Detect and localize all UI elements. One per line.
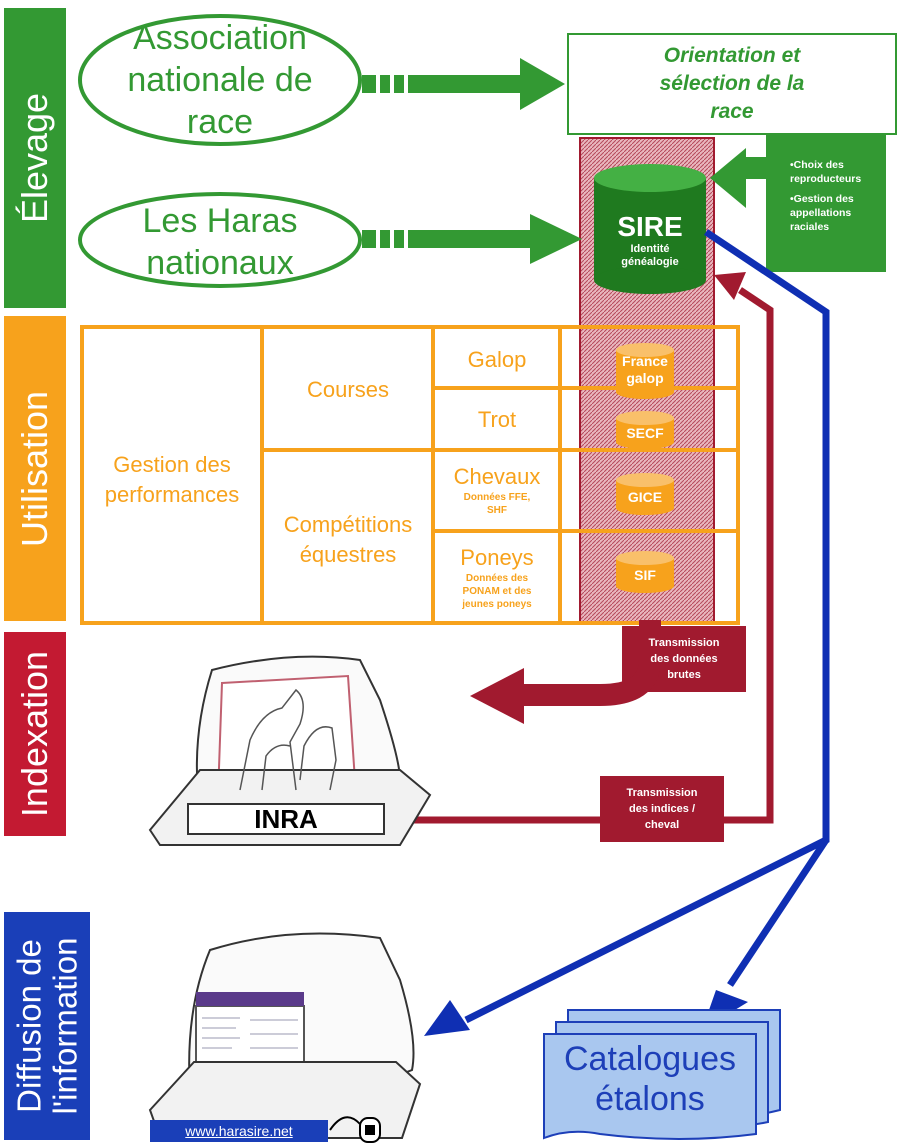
db-france-galop-shape bbox=[616, 343, 674, 399]
inra-label: INRA bbox=[188, 804, 384, 834]
transmission-indices-label: Transmission des indices / cheval bbox=[600, 778, 724, 840]
choix-line-2: reproducteurs bbox=[790, 173, 862, 185]
db-gice-shape bbox=[616, 473, 674, 515]
db-sif-shape bbox=[616, 551, 674, 593]
sire-cylinder bbox=[594, 164, 706, 294]
transmission-indices-line-3: cheval bbox=[644, 819, 680, 831]
transmission-brutes-line-2: des données bbox=[650, 653, 718, 665]
gestion-line-2: performances bbox=[104, 482, 240, 507]
transmission-brutes-line-1: Transmission bbox=[648, 637, 720, 649]
transmission-indices-line-2: des indices / bbox=[628, 803, 696, 815]
arrow-inra-sire bbox=[385, 272, 774, 824]
association-line-3: race bbox=[186, 103, 254, 141]
trot-label: Trot bbox=[435, 400, 559, 440]
db-france-galop-line-2: galop bbox=[626, 370, 664, 386]
poneys-sub-1: Données des bbox=[465, 572, 529, 584]
chevaux-sub-1: Données FFE, bbox=[463, 492, 531, 503]
arrow-sire-inra bbox=[470, 620, 661, 724]
galop-text: Galop bbox=[467, 347, 527, 372]
horse-sketch bbox=[239, 688, 337, 791]
band-utilisation: Utilisation bbox=[4, 316, 66, 621]
catalogues-label: Catalogues étalons bbox=[544, 1034, 756, 1124]
arrow-haras-sire bbox=[362, 214, 582, 264]
association-line-1: Association bbox=[133, 19, 307, 57]
db-france-galop-label: France galop bbox=[612, 345, 678, 395]
competitions-line-1: Compétitions bbox=[283, 512, 413, 537]
transmission-indices-line-1: Transmission bbox=[626, 787, 698, 799]
orientation-line-2: sélection de la bbox=[659, 72, 805, 95]
sire-title: SIRE bbox=[617, 211, 683, 242]
screen-lines bbox=[202, 1017, 298, 1049]
haras-label: Les Haras nationaux bbox=[100, 200, 340, 284]
db-secf-text: SECF bbox=[626, 425, 664, 441]
catalogues-line-1: Catalogues bbox=[563, 1040, 736, 1078]
inra-text: INRA bbox=[254, 803, 318, 834]
orientation-line-3: race bbox=[710, 100, 754, 123]
choix-line-5: raciales bbox=[790, 221, 830, 233]
db-secf-shape bbox=[616, 411, 674, 449]
sire-sub-2: généalogie bbox=[621, 256, 679, 268]
db-secf-label: SECF bbox=[612, 420, 678, 446]
choix-line-4: appellations bbox=[790, 207, 852, 219]
association-label: Association nationale de race bbox=[90, 19, 350, 141]
choix-line-3: •Gestion des bbox=[790, 193, 854, 205]
sire-label: SIRE Identité généalogie bbox=[594, 200, 706, 280]
poneys-label: Poneys Données des PONAM et des jeunes p… bbox=[435, 535, 559, 619]
haras-line-2: nationaux bbox=[146, 244, 294, 282]
gestion-line-1: Gestion des bbox=[113, 452, 231, 477]
blue-arrowhead-diffusion bbox=[424, 1000, 470, 1036]
chevaux-text: Chevaux bbox=[453, 464, 541, 489]
arrow-association-orientation bbox=[362, 58, 565, 110]
haras-line-1: Les Haras bbox=[142, 202, 298, 240]
gestion-label: Gestion des performances bbox=[84, 440, 260, 520]
trot-text: Trot bbox=[477, 407, 517, 432]
poneys-sub-2: PONAM et des bbox=[462, 585, 532, 597]
transmission-brutes-label: Transmission des données brutes bbox=[622, 628, 746, 690]
association-ellipse bbox=[78, 14, 362, 146]
sire-sub-1: Identité bbox=[630, 243, 670, 255]
arrow-sire-diffusion bbox=[464, 229, 830, 1024]
competitions-label: Compétitions équestres bbox=[264, 505, 432, 575]
transmission-indices-box bbox=[600, 776, 724, 842]
db-sif-text: SIF bbox=[634, 567, 656, 583]
orientation-label: Orientation et sélection de la race bbox=[572, 38, 892, 130]
choix-line-1: •Choix des bbox=[790, 159, 844, 171]
competitions-line-2: équestres bbox=[299, 542, 397, 567]
db-france-galop-line-1: France bbox=[622, 353, 668, 369]
poneys-sub-3: jeunes poneys bbox=[462, 598, 532, 610]
band-indexation: Indexation bbox=[4, 632, 66, 836]
utilisation-table bbox=[80, 325, 740, 625]
transmission-brutes-line-3: brutes bbox=[667, 669, 701, 681]
url-label[interactable]: www.harasire.net bbox=[150, 1120, 328, 1142]
mouse-icon bbox=[329, 1116, 381, 1143]
band-elevage: Élevage bbox=[4, 8, 66, 308]
orientation-line-1: Orientation et bbox=[663, 44, 801, 67]
band-diffusion: Diffusion de l'information bbox=[4, 912, 90, 1140]
catalogues-line-2: étalons bbox=[595, 1080, 705, 1118]
choix-notes: •Choix des reproducteurs •Gestion des ap… bbox=[790, 158, 898, 234]
url-text: www.harasire.net bbox=[185, 1123, 293, 1139]
inra-computer bbox=[148, 655, 432, 846]
chevaux-sub-2: SHF bbox=[487, 505, 507, 516]
arrow-orientation-sire bbox=[710, 134, 886, 272]
diffusion-computer bbox=[148, 932, 422, 1142]
chevaux-label: Chevaux Données FFE, SHF bbox=[435, 455, 559, 525]
db-sif-label: SIF bbox=[612, 560, 678, 590]
association-line-2: nationale de bbox=[127, 61, 313, 99]
catalogues-stack bbox=[543, 1009, 781, 1140]
haras-ellipse bbox=[78, 192, 362, 288]
poneys-text: Poneys bbox=[460, 544, 534, 570]
db-gice-label: GICE bbox=[612, 482, 678, 512]
galop-label: Galop bbox=[435, 340, 559, 380]
db-gice-text: GICE bbox=[627, 489, 663, 505]
courses-label: Courses bbox=[264, 370, 432, 410]
orientation-box bbox=[567, 33, 897, 135]
courses-text: Courses bbox=[307, 377, 389, 402]
